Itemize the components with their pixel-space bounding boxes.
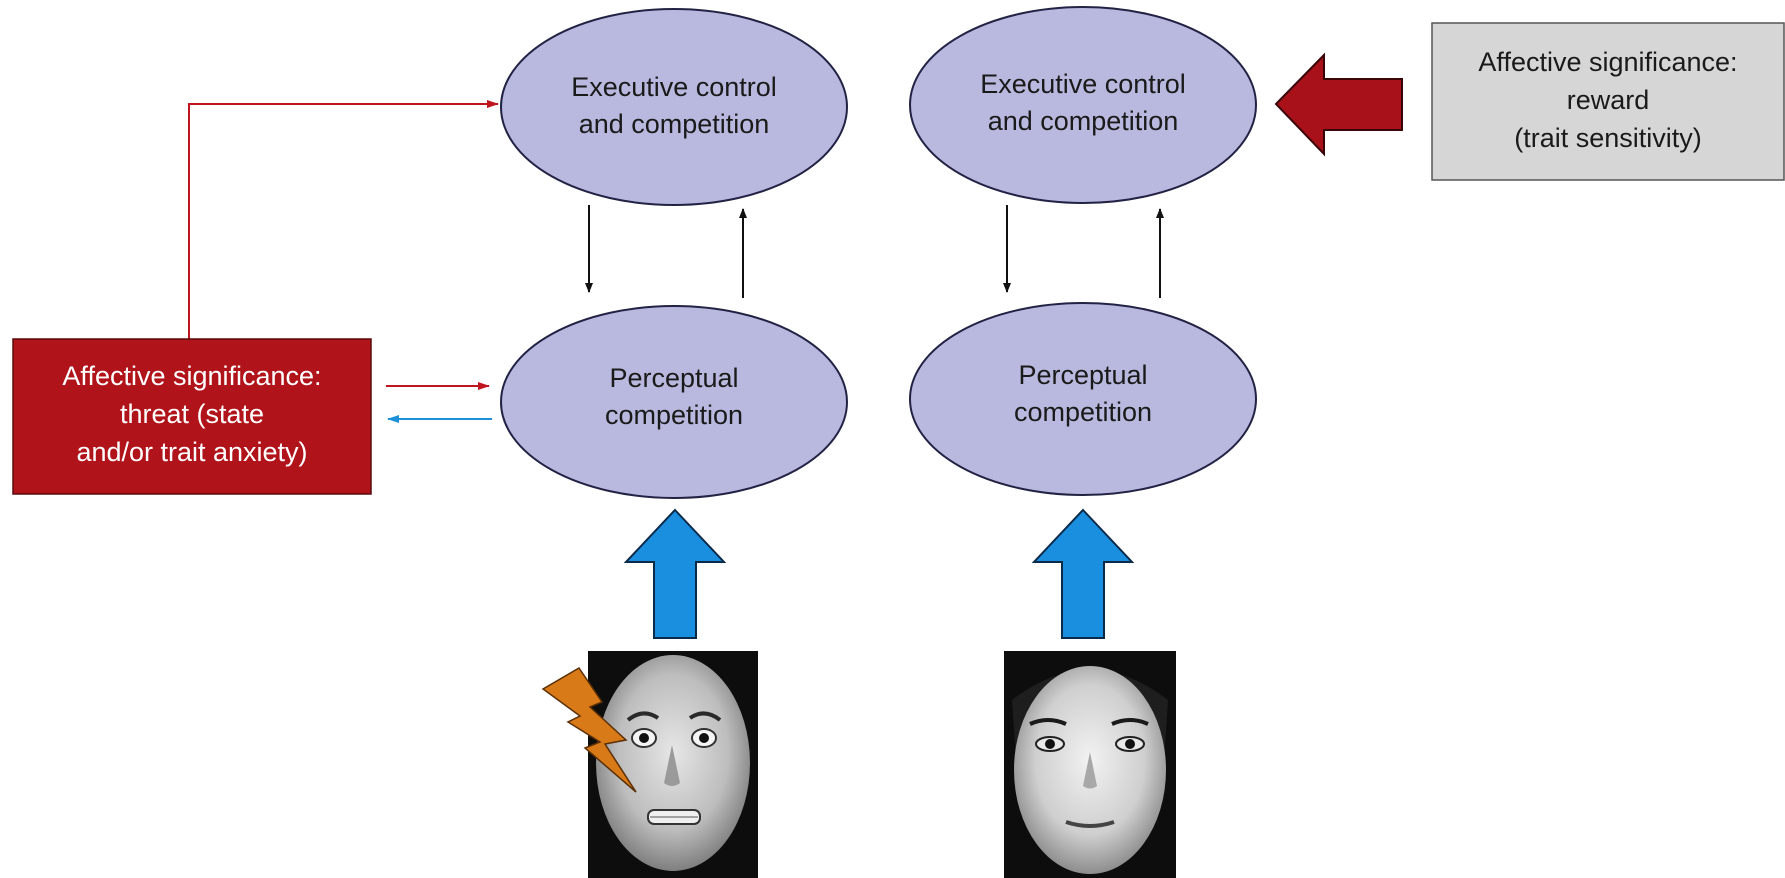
perceptual-node-left: Perceptual competition	[500, 305, 848, 499]
reward-box-line1: Affective significance:	[1478, 47, 1737, 77]
perceptual-node-left-line2: competition	[605, 400, 743, 430]
threat-box-line3: and/or trait anxiety)	[76, 437, 307, 467]
executive-node-left: Executive control and competition	[500, 8, 848, 206]
executive-node-left-line2: and competition	[579, 109, 770, 139]
reward-block-arrow	[1274, 52, 1403, 157]
stimulus-block-arrow-right	[1031, 508, 1135, 639]
executive-node-right-line2: and competition	[988, 106, 1179, 136]
executive-node-right-line1: Executive control	[980, 69, 1186, 99]
fearful-face-photo	[588, 651, 758, 878]
lightning-bolt-icon	[541, 666, 637, 793]
perceptual-node-left-line1: Perceptual	[609, 363, 738, 393]
executive-node-left-line1: Executive control	[571, 72, 777, 102]
threat-to-executive-arrow	[188, 100, 499, 339]
threat-box-line2: threat (state	[120, 399, 264, 429]
threat-box: Affective significance: threat (state an…	[12, 338, 372, 495]
neutral-face-photo	[1004, 651, 1176, 878]
executive-node-right: Executive control and competition	[909, 6, 1257, 204]
perceptual-node-right: Perceptual competition	[909, 302, 1257, 496]
reward-box: Affective significance: reward (trait se…	[1431, 22, 1785, 181]
stimulus-block-arrow-left	[623, 508, 727, 639]
perceptual-node-right-line2: competition	[1014, 397, 1152, 427]
reward-box-line2: reward	[1567, 85, 1650, 115]
reward-box-line3: (trait sensitivity)	[1514, 123, 1702, 153]
threat-box-line1: Affective significance:	[62, 361, 321, 391]
perceptual-node-right-line1: Perceptual	[1018, 360, 1147, 390]
